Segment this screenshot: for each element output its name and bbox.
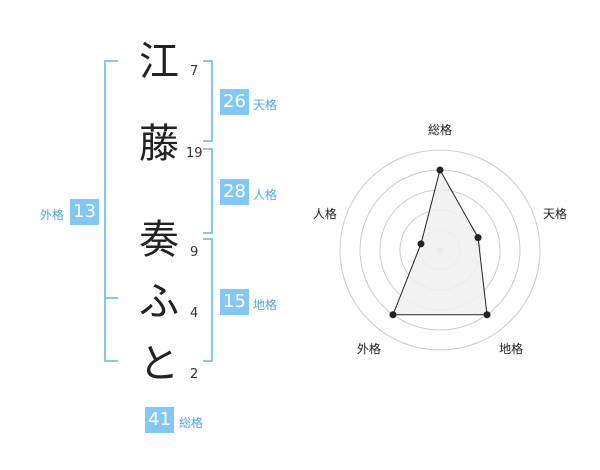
jinkaku-bracket <box>203 148 213 234</box>
radar-axis-label-1: 天格 <box>543 206 568 221</box>
tenkaku-value: 26 <box>220 89 249 115</box>
jinkaku-value: 28 <box>220 179 249 205</box>
chikaku-value: 15 <box>220 289 249 315</box>
stroke-count-2: 19 <box>186 146 203 161</box>
soukaku-value: 41 <box>145 407 174 433</box>
radar-axis-label-4: 人格 <box>312 206 337 221</box>
name-char-5: と <box>139 341 179 387</box>
radar-data-polygon <box>392 168 488 316</box>
soukaku-label: 総格 <box>179 416 204 430</box>
radar-point-1 <box>474 234 482 242</box>
name-char-2: 藤 <box>139 121 179 167</box>
radar-axis-label-0: 総格 <box>427 123 452 137</box>
chikaku-bracket <box>203 238 213 362</box>
stroke-count-4: 4 <box>190 306 199 321</box>
radar-points <box>389 166 491 319</box>
radar-axis-label-3: 外格 <box>356 341 381 356</box>
radar-point-3 <box>389 311 397 319</box>
name-char-1: 江 <box>139 39 179 85</box>
name-char-4: ふ <box>139 279 179 325</box>
gaikaku-bracket <box>104 60 118 362</box>
stroke-count-3: 9 <box>190 245 199 260</box>
name-char-3: 奏 <box>139 217 179 263</box>
radar-ring-5 <box>339 149 541 351</box>
radar-point-0 <box>436 166 444 174</box>
stroke-count-1: 7 <box>190 64 199 79</box>
jinkaku-label: 人格 <box>253 188 278 202</box>
tenkaku-label: 天格 <box>253 98 278 112</box>
gaikaku-label: 外格 <box>40 208 65 222</box>
radar-point-4 <box>417 240 425 248</box>
gaikaku-value: 13 <box>70 199 99 225</box>
radar-axis-label-2: 地格 <box>499 341 524 356</box>
gaikaku-divider <box>104 297 118 299</box>
stroke-count-5: 2 <box>190 367 199 382</box>
radar-point-2 <box>483 311 491 319</box>
tenkaku-bracket <box>203 60 213 142</box>
chikaku-label: 地格 <box>253 298 278 312</box>
